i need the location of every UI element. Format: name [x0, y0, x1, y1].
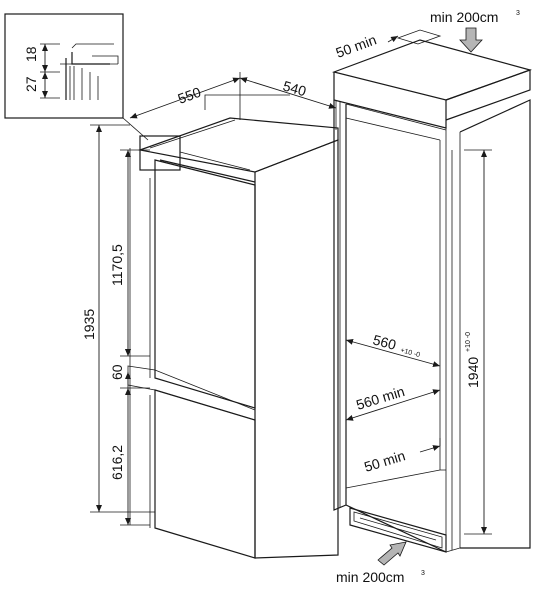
- dim-560-min: 560 min: [354, 383, 406, 413]
- air-inlet-arrow-top: [459, 27, 483, 53]
- dim-1940-tol: +10 -0: [465, 332, 472, 352]
- niche-cabinet: [331, 29, 532, 553]
- detail-zoom-box: [139, 135, 181, 171]
- dim-616: 616,2: [109, 445, 125, 480]
- dim-540: 540: [281, 78, 308, 100]
- dim-560-tol: +10 -0: [399, 347, 420, 359]
- detail-inset: 18 27: [4, 13, 124, 119]
- dim-line-560-min: [345, 389, 441, 421]
- inset-dim-18: 18: [23, 46, 39, 62]
- fridge-appliance: [127, 117, 339, 559]
- dim-550: 550: [176, 84, 204, 107]
- dim-560: 560: [371, 331, 398, 353]
- dim-line-540: [239, 77, 337, 109]
- min-air-top: min 200cm: [430, 9, 498, 25]
- dim-top-50-min: 50 min: [334, 31, 379, 60]
- dim-1935: 1935: [81, 309, 97, 340]
- dim-line-550: [129, 77, 241, 119]
- dim-60: 60: [109, 364, 125, 380]
- dim-1940: 1940: [465, 357, 481, 388]
- min-air-top-sup: 3: [516, 10, 520, 17]
- inset-dim-27: 27: [23, 76, 39, 92]
- dim-1170: 1170,5: [109, 244, 125, 286]
- min-air-bottom-sup: 3: [421, 570, 425, 577]
- min-air-bottom: min 200cm: [336, 569, 404, 585]
- air-inlet-arrow-bottom: [377, 541, 407, 566]
- dim-line-560: [345, 338, 441, 368]
- dim-back-50-min: 50 min: [362, 447, 407, 475]
